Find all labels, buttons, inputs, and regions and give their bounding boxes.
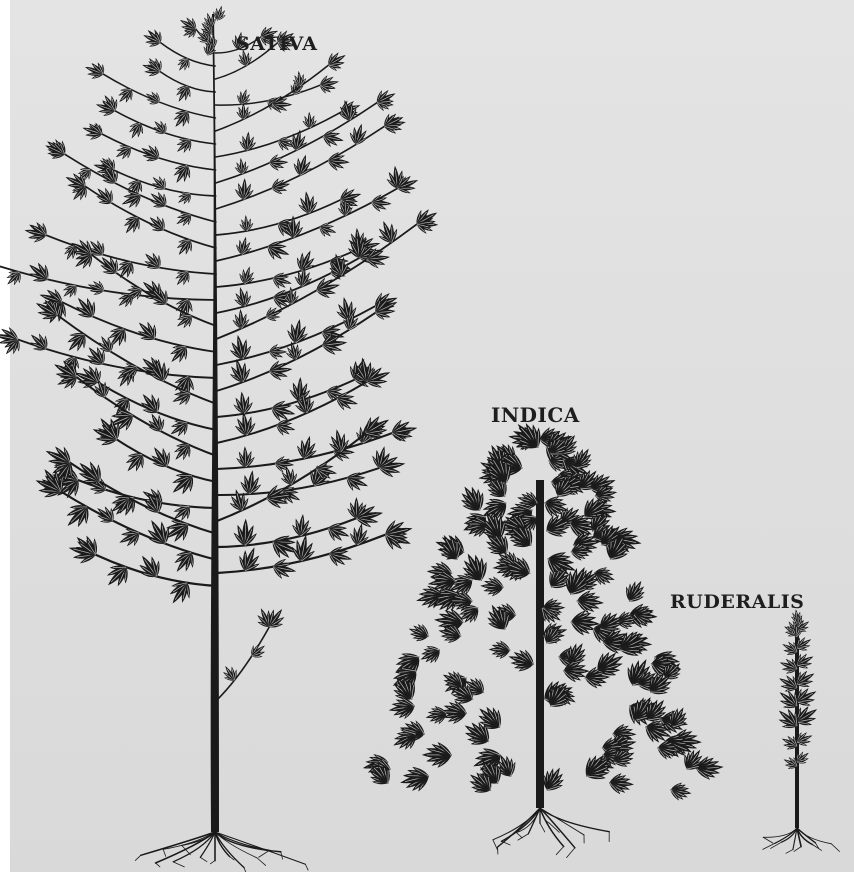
indica-label: INDICA <box>491 405 580 425</box>
indica-plant-icon <box>364 424 723 858</box>
sativa-plant-icon <box>0 7 437 872</box>
ruderalis-label: RUDERALIS <box>670 593 804 612</box>
sativa-label: SATIVA <box>236 35 317 54</box>
ruderalis-plant-icon <box>763 610 840 853</box>
